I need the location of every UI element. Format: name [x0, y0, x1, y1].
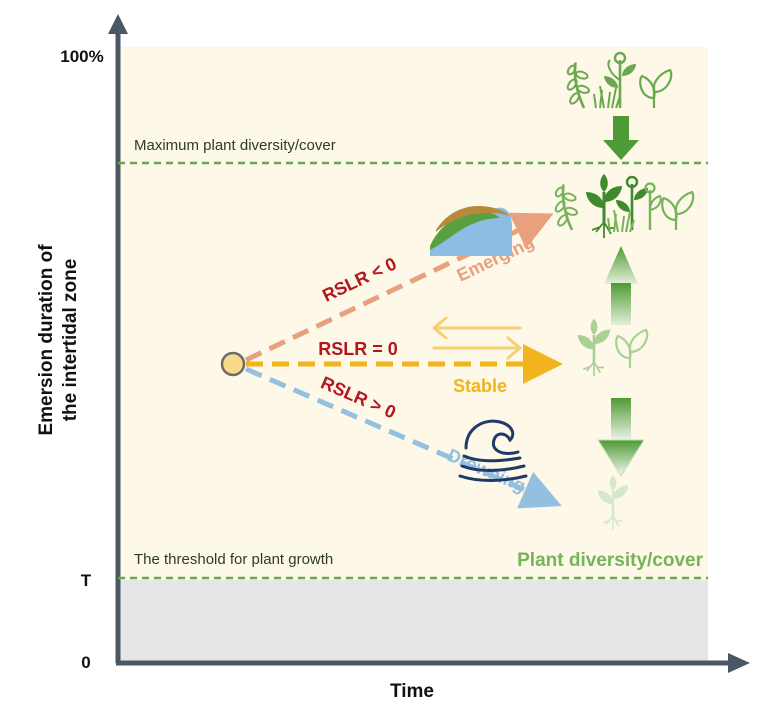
y-tick-100: 100% — [60, 47, 103, 66]
y-axis-arrowhead — [108, 14, 128, 34]
wave-icon — [458, 419, 528, 482]
drowning-arrow — [245, 366, 562, 509]
plant-cluster-max — [544, 172, 695, 240]
max-diversity-label: Maximum plant diversity/cover — [134, 137, 336, 154]
plot-background — [118, 47, 708, 582]
y-axis-title-line1: Emersion duration of — [36, 244, 57, 436]
x-axis-arrowhead — [728, 653, 750, 673]
arrow-down-to-min — [597, 398, 645, 477]
plant-diversity-label: Plant diversity/cover — [517, 550, 703, 571]
x-axis-title: Time — [390, 681, 434, 702]
condition-stable: RSLR = 0 — [318, 339, 398, 359]
arrow-top-down — [603, 116, 639, 160]
double-arrow-icon — [432, 316, 522, 360]
threshold-label: The threshold for plant growth — [134, 551, 333, 568]
origin-point — [220, 351, 246, 377]
y-axis-title: Emersion duration of the intertidal zone — [36, 244, 81, 436]
plant-icon — [544, 51, 695, 531]
plant-cluster-top — [556, 51, 673, 114]
y-tick-threshold: T — [81, 571, 92, 590]
arrow-up-to-max — [604, 246, 638, 325]
below-threshold-region — [118, 580, 708, 663]
y-axis-title-line2: the intertidal zone — [60, 259, 81, 422]
y-tick-zero: 0 — [81, 653, 90, 672]
land-emerging-icon — [430, 206, 512, 256]
outcome-stable: Stable — [453, 376, 507, 396]
